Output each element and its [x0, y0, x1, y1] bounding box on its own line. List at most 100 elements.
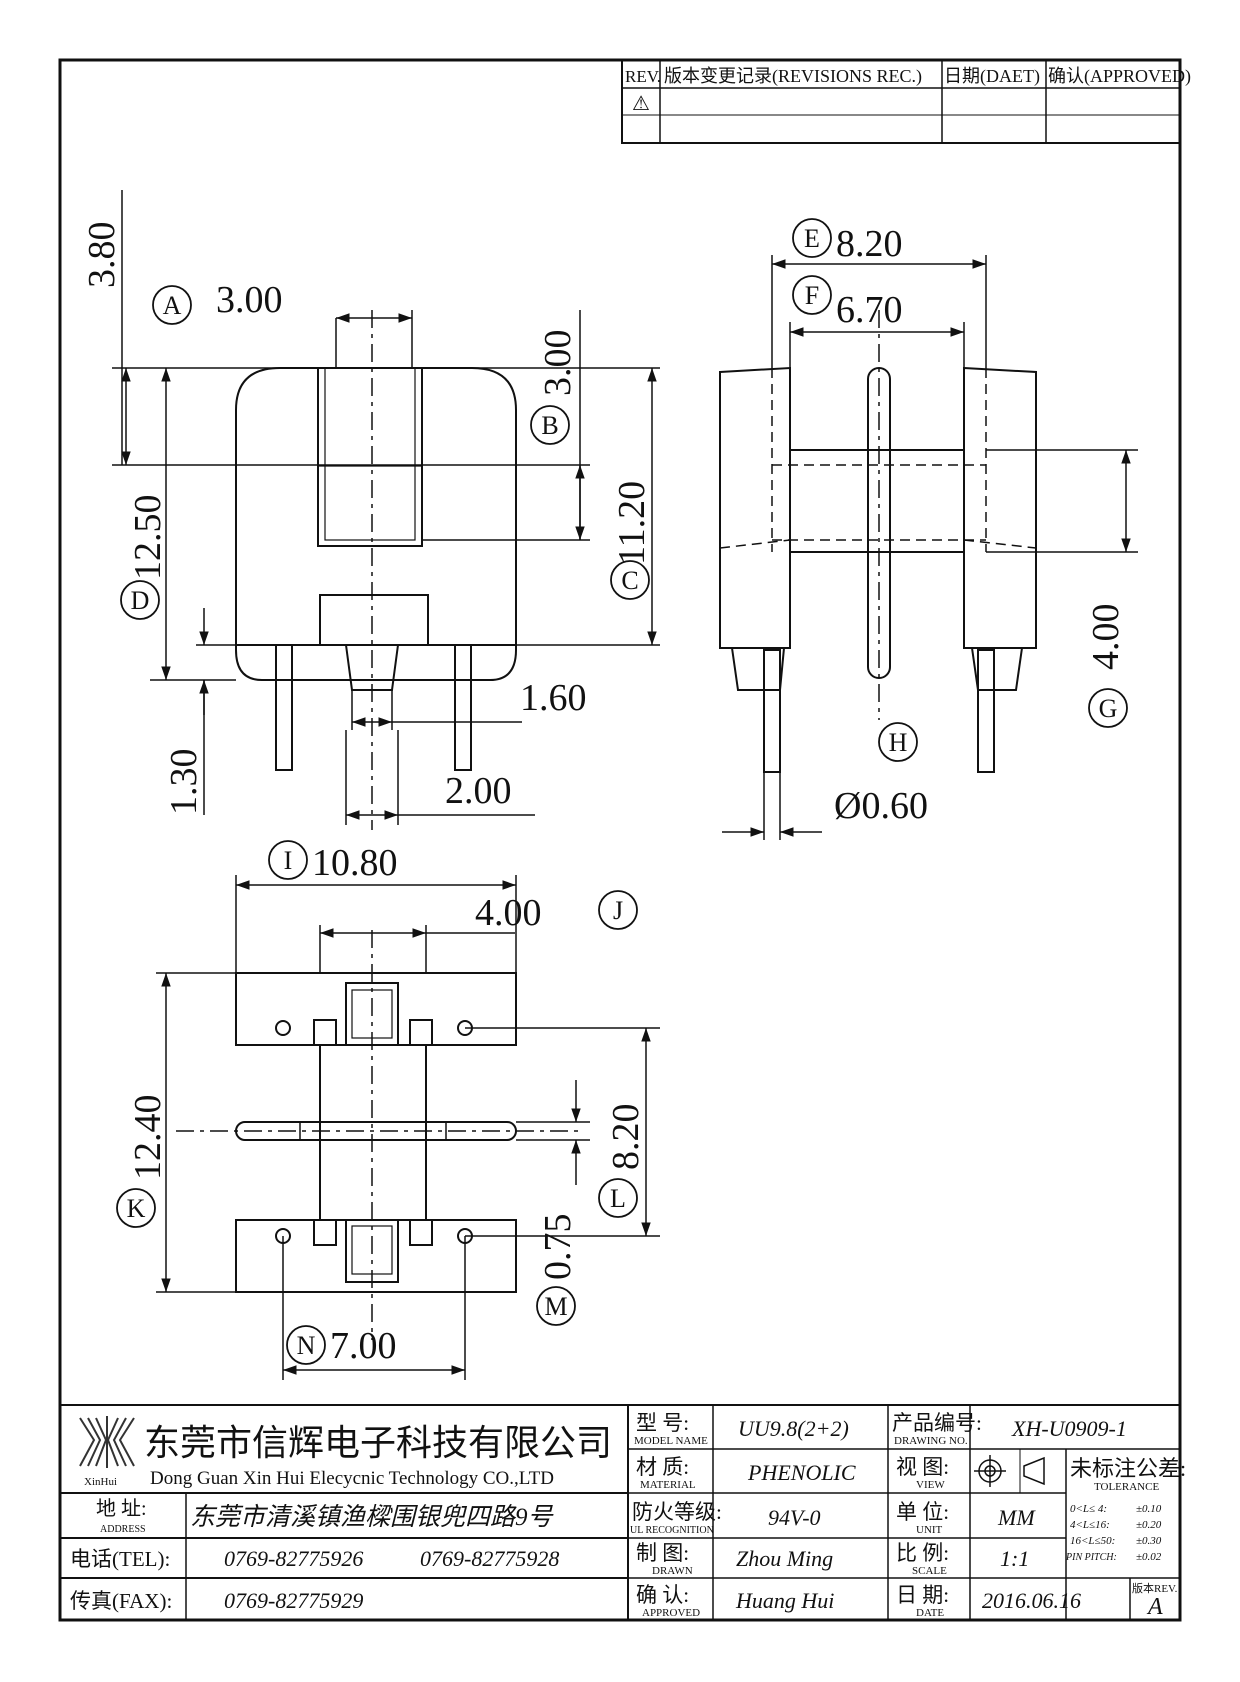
- tolerance-value-1: ±0.10: [1136, 1503, 1162, 1515]
- callout-a: A: [163, 291, 182, 320]
- callout-e: E: [804, 224, 820, 253]
- bottom-view: [235, 972, 517, 1293]
- side-view-hidden-lines: [719, 368, 1037, 552]
- callout-b: B: [541, 411, 558, 440]
- drawing-no-label-en: DRAWING NO.: [894, 1435, 968, 1447]
- model-value: UU9.8(2+2): [738, 1416, 849, 1441]
- callout-k: K: [127, 1194, 146, 1223]
- xinhui-logo-icon: [79, 1416, 135, 1468]
- unit-label-en: UNIT: [916, 1524, 943, 1536]
- callout-letters: A B C D E F G H I J K L M N: [127, 224, 1118, 1360]
- model-label: 型 号:: [636, 1411, 689, 1435]
- dim-d-12-50: 12.50: [127, 495, 169, 581]
- drawn-value: Zhou Ming: [736, 1546, 833, 1571]
- material-label: 材 质:: [636, 1455, 689, 1479]
- date-label: 日 期:: [896, 1583, 949, 1607]
- dim-2-00: 2.00: [445, 770, 512, 812]
- company-name-en: Dong Guan Xin Hui Elecycnic Technology C…: [150, 1468, 554, 1489]
- dim-e-8-20: 8.20: [836, 223, 903, 265]
- dim-f-6-70: 6.70: [836, 289, 903, 331]
- material-value: PHENOLIC: [747, 1460, 856, 1485]
- callout-d: D: [131, 586, 150, 615]
- model-label-en: MODEL NAME: [634, 1435, 708, 1447]
- callout-f: F: [805, 281, 819, 310]
- tolerance-range-2: 4<L≤16:: [1070, 1519, 1110, 1531]
- tolerance-label-en: TOLERANCE: [1094, 1481, 1159, 1493]
- dim-1-30: 1.30: [163, 749, 205, 816]
- approved-value: Huang Hui: [735, 1588, 834, 1613]
- title-block-grid: [60, 1404, 1180, 1620]
- callout-i: I: [284, 846, 293, 875]
- dim-a-3-00: 3.00: [216, 279, 283, 321]
- revisions-record-header: 版本变更记录(REVISIONS REC.): [664, 66, 922, 87]
- ul-label-en: UL RECOGNITION: [630, 1525, 714, 1536]
- dim-l-8-20: 8.20: [605, 1104, 647, 1171]
- dim-top-3-80: 3.80: [81, 222, 123, 289]
- tel-value-1: 0769-82775926: [224, 1546, 363, 1571]
- approved-label-en: APPROVED: [642, 1607, 700, 1619]
- view-label-en: VIEW: [916, 1479, 945, 1491]
- rev-warning-icon: ⚠: [632, 93, 650, 115]
- dim-1-60: 1.60: [520, 677, 587, 719]
- front-dimension-lines: [112, 190, 660, 825]
- dim-g-4-00: 4.00: [1085, 604, 1127, 671]
- tolerance-range-4: PIN PITCH:: [1065, 1552, 1117, 1563]
- tolerance-value-3: ±0.30: [1136, 1535, 1162, 1547]
- address-value: 东莞市清溪镇渔樑围银兜四路9号: [190, 1503, 555, 1531]
- side-dimension-lines: [722, 255, 1138, 840]
- drawn-label-en: DRAWN: [652, 1565, 693, 1577]
- company-name-cn: 东莞市信辉电子科技有限公司: [144, 1423, 612, 1463]
- address-label: 地 址:: [96, 1497, 147, 1520]
- version-value: A: [1146, 1594, 1163, 1620]
- tel-label: 电话(TEL):: [70, 1547, 170, 1571]
- callout-n: N: [297, 1331, 316, 1360]
- date-value: 2016.06.16: [982, 1588, 1081, 1613]
- callouts: [116, 218, 1128, 1365]
- unit-label: 单 位:: [896, 1500, 949, 1524]
- sheet-border: [58, 58, 1182, 1622]
- projection-symbol-icon: [974, 1455, 1045, 1487]
- dim-c-11-20: 11.20: [611, 481, 653, 565]
- tolerance-value-2: ±0.20: [1136, 1519, 1162, 1531]
- address-label-en: ADDRESS: [100, 1524, 146, 1535]
- view-label: 视 图:: [896, 1455, 949, 1479]
- tolerance-value-4: ±0.02: [1136, 1551, 1162, 1563]
- dim-b-3-00: 3.00: [537, 330, 579, 397]
- callout-j: J: [613, 896, 623, 925]
- tel-value-2: 0769-82775928: [420, 1546, 559, 1571]
- scale-value: 1:1: [1000, 1546, 1029, 1571]
- dim-k-12-40: 12.40: [127, 1095, 169, 1181]
- callout-c: C: [621, 566, 638, 595]
- ul-value: 94V-0: [768, 1505, 821, 1530]
- callout-m: M: [544, 1292, 567, 1321]
- dim-m-0-75: 0.75: [537, 1214, 579, 1281]
- callout-g: G: [1099, 694, 1118, 723]
- revision-table: [621, 59, 1181, 144]
- fax-label: 传真(FAX):: [70, 1589, 172, 1613]
- drawing-no-label: 产品编号:: [892, 1411, 982, 1435]
- dim-n-7-00: 7.00: [330, 1325, 397, 1367]
- revisions-date-header: 日期(DAET): [944, 66, 1040, 87]
- callout-l: L: [610, 1184, 626, 1213]
- bottom-dimension-lines: [156, 875, 660, 1380]
- rev-header: REV.: [625, 67, 661, 86]
- dim-j-4-00: 4.00: [475, 892, 542, 934]
- scale-label: 比 例:: [896, 1541, 949, 1565]
- tolerance-range-1: 0<L≤ 4:: [1070, 1503, 1107, 1515]
- scale-label-en: SCALE: [912, 1565, 947, 1577]
- revisions-approved-header: 确认(APPROVED): [1048, 66, 1191, 87]
- approved-label: 确 认:: [636, 1583, 689, 1607]
- drawing-no-value: XH-U0909-1: [1011, 1416, 1127, 1441]
- side-view: [719, 366, 1037, 773]
- material-label-en: MATERIAL: [640, 1479, 696, 1491]
- date-label-en: DATE: [916, 1607, 944, 1619]
- ul-label: 防火等级:: [632, 1500, 722, 1524]
- front-view: [235, 367, 517, 771]
- version-label: 版本REV.: [1132, 1581, 1178, 1595]
- tolerance-label: 未标注公差:: [1070, 1456, 1186, 1481]
- dim-i-10-80: 10.80: [312, 842, 398, 884]
- dim-h-0-60: Ø0.60: [834, 785, 928, 827]
- callout-h: H: [889, 728, 908, 757]
- logo-text: XinHui: [84, 1476, 117, 1488]
